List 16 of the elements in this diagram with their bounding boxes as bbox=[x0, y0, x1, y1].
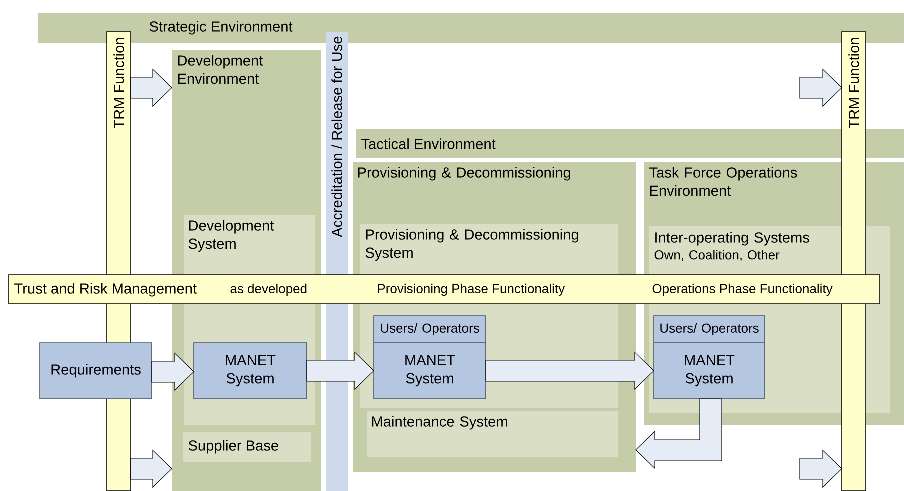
environment-band: Tactical Environment bbox=[356, 129, 904, 158]
block-arrow bbox=[152, 352, 194, 392]
block-arrow bbox=[486, 352, 654, 390]
requirements-box: Requirements bbox=[40, 342, 152, 400]
system-box: MANET System bbox=[194, 342, 308, 400]
block-arrow bbox=[800, 450, 842, 488]
block-arrow bbox=[130, 68, 172, 108]
function-column: TRM Function bbox=[842, 32, 866, 491]
block-arrow bbox=[130, 450, 172, 488]
block-arrow bbox=[636, 398, 722, 470]
system-panel: Supplier Base bbox=[183, 432, 311, 462]
system-box: Users/ Operators MANET System bbox=[374, 316, 486, 400]
system-panel: Maintenance System bbox=[367, 411, 618, 457]
block-arrow bbox=[306, 352, 374, 390]
block-arrow bbox=[800, 68, 842, 108]
system-box: Users/ Operators MANET System bbox=[654, 316, 766, 400]
